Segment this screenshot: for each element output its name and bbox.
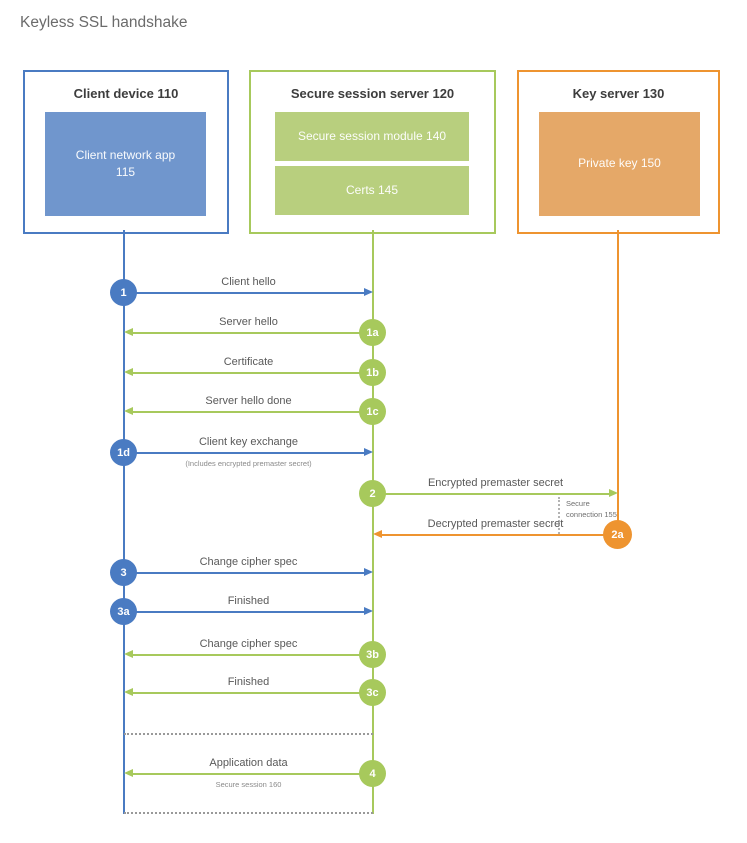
message-label: Client key exchange bbox=[198, 436, 299, 448]
arrowhead-left-icon bbox=[124, 650, 133, 658]
message-label: Finished bbox=[227, 676, 270, 688]
participant-title: Key server 130 bbox=[572, 86, 665, 101]
message-sublabel: Secure session 160 bbox=[215, 780, 282, 789]
module-label: Client network app 115 bbox=[75, 147, 176, 179]
message-label: Decrypted premaster secret bbox=[427, 518, 564, 530]
private-key-box: Private key 150 bbox=[539, 112, 700, 216]
arrowhead-right-icon bbox=[364, 568, 373, 576]
message-label: Server hello done bbox=[205, 395, 292, 407]
arrow-line bbox=[133, 411, 373, 413]
arrow-line bbox=[133, 372, 373, 374]
arrowhead-right-icon bbox=[609, 489, 618, 497]
arrow-line bbox=[373, 493, 609, 495]
key-server-lifeline bbox=[617, 230, 619, 535]
step-badge: 2a bbox=[603, 520, 632, 549]
step-badge: 3a bbox=[110, 598, 137, 625]
step-badge: 4 bbox=[359, 760, 386, 787]
diagram-title: Keyless SSL handshake bbox=[20, 14, 188, 31]
arrowhead-left-icon bbox=[124, 769, 133, 777]
arrowhead-left-icon bbox=[373, 530, 382, 538]
step-badge: 1c bbox=[359, 398, 386, 425]
session-separator-bottom bbox=[124, 812, 373, 814]
arrow-line bbox=[133, 773, 373, 775]
server-lifeline bbox=[372, 230, 374, 814]
message-label: Finished bbox=[227, 595, 270, 607]
arrow-line bbox=[124, 572, 364, 574]
message-label: Change cipher spec bbox=[199, 638, 298, 650]
module-label: Private key 150 bbox=[578, 156, 661, 171]
arrow-line bbox=[124, 292, 364, 294]
module-label: Secure session module 140 bbox=[297, 128, 447, 143]
arrowhead-left-icon bbox=[124, 407, 133, 415]
arrow-line bbox=[133, 654, 373, 656]
certs-box: Certs 145 bbox=[275, 166, 469, 215]
message-label: Certificate bbox=[223, 356, 274, 368]
arrowhead-left-icon bbox=[124, 368, 133, 376]
participant-title: Secure session server 120 bbox=[290, 86, 455, 101]
arrow-line bbox=[133, 692, 373, 694]
message-label: Client hello bbox=[221, 276, 276, 288]
message-label: Encrypted premaster secret bbox=[427, 477, 564, 489]
arrowhead-left-icon bbox=[124, 688, 133, 696]
module-label: Certs 145 bbox=[345, 182, 399, 197]
message-label: Server hello bbox=[219, 316, 278, 328]
participant-title: Client device 110 bbox=[73, 86, 179, 101]
message-sublabel: (Includes encrypted premaster secret) bbox=[185, 459, 312, 468]
step-badge: 3 bbox=[110, 559, 137, 586]
step-badge: 2 bbox=[359, 480, 386, 507]
client-network-app-box: Client network app 115 bbox=[45, 112, 206, 216]
arrow-line bbox=[133, 332, 373, 334]
secure-connection-divider bbox=[558, 497, 560, 534]
secure-session-module-box: Secure session module 140 bbox=[275, 112, 469, 161]
step-badge: 1b bbox=[359, 359, 386, 386]
message-label: Application data bbox=[209, 757, 288, 769]
arrowhead-left-icon bbox=[124, 328, 133, 336]
step-badge: 3b bbox=[359, 641, 386, 668]
step-badge: 1 bbox=[110, 279, 137, 306]
step-badge: 3c bbox=[359, 679, 386, 706]
arrowhead-right-icon bbox=[364, 607, 373, 615]
session-separator-top bbox=[124, 733, 373, 735]
secure-connection-label: Secure connection 155 bbox=[566, 499, 617, 519]
step-badge: 1a bbox=[359, 319, 386, 346]
arrowhead-right-icon bbox=[364, 448, 373, 456]
arrow-line bbox=[124, 611, 364, 613]
step-badge: 1d bbox=[110, 439, 137, 466]
client-lifeline bbox=[123, 230, 125, 814]
arrow-line bbox=[124, 452, 364, 454]
arrowhead-right-icon bbox=[364, 288, 373, 296]
arrow-line bbox=[382, 534, 618, 536]
message-label: Change cipher spec bbox=[199, 556, 298, 568]
